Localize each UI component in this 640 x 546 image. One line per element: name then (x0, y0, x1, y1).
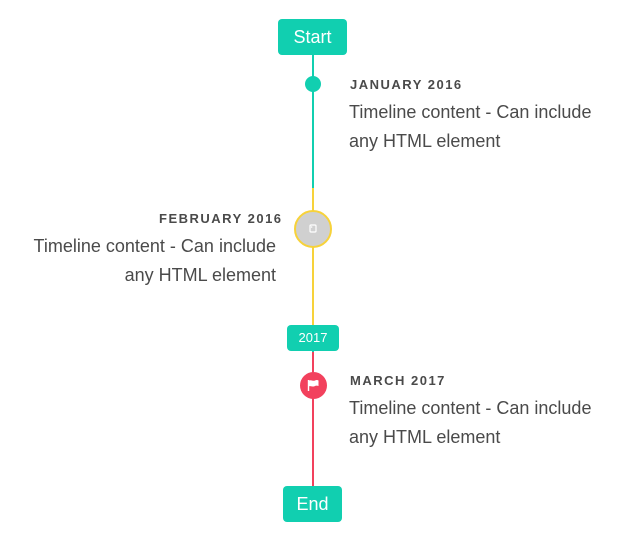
start-tag: Start (278, 19, 347, 55)
timeline-line-segment (312, 188, 314, 326)
event-date: MARCH 2017 (350, 373, 446, 388)
timeline-line-segment (312, 52, 314, 188)
image-icon (294, 210, 332, 248)
event-content: Timeline content - Can include any HTML … (349, 102, 592, 151)
flag-icon (300, 372, 327, 399)
event-content: Timeline content - Can include any HTML … (349, 398, 592, 447)
timeline-line-segment (312, 352, 314, 488)
event-date: FEBRUARY 2016 (159, 211, 283, 226)
year-tag: 2017 (287, 325, 339, 351)
timeline-dot-marker (305, 76, 321, 92)
end-tag: End (283, 486, 342, 522)
event-date: JANUARY 2016 (350, 77, 463, 92)
event-content: Timeline content - Can include any HTML … (33, 236, 276, 285)
